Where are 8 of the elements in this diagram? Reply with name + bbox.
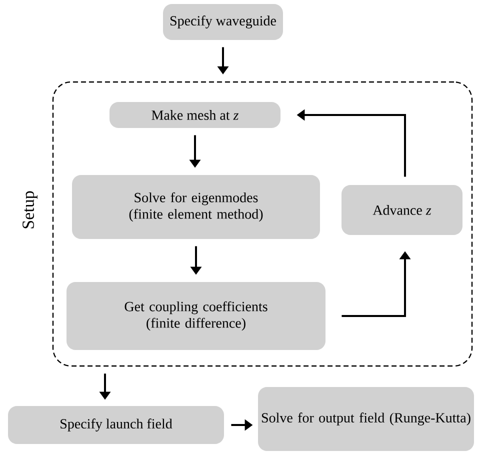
process-box: Get coupling coefficients (finite difference) — [66, 282, 326, 350]
process-box: Specify waveguide — [163, 4, 283, 40]
process-box: Solve for eigenmodes (finite element method) — [72, 175, 320, 239]
process-box: Solve for output field (Runge-Kutta) — [258, 387, 474, 451]
group-label: Setup — [22, 191, 38, 228]
process-box: Advance z — [342, 185, 462, 235]
process-box: Specify launch field — [8, 406, 224, 444]
process-box: Make mesh at z — [110, 102, 280, 128]
